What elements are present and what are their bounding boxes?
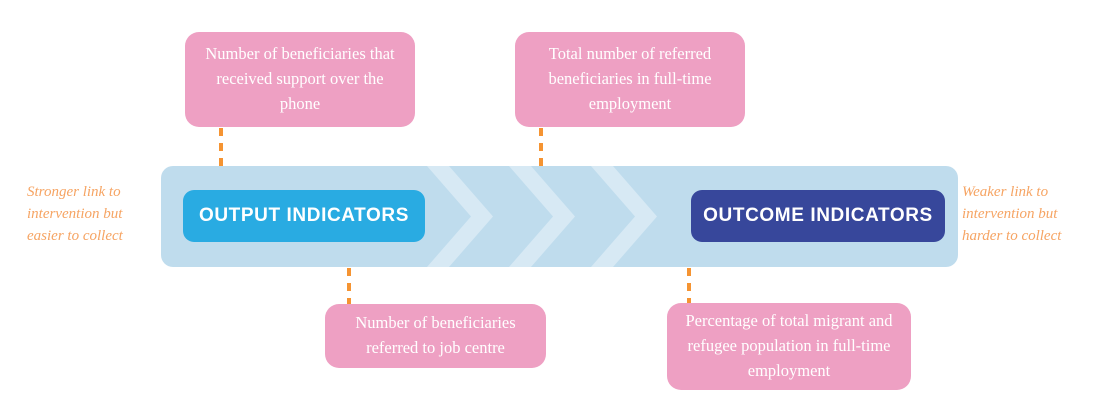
- connector-dashed-bottom-right: [687, 268, 691, 304]
- example-box-outcome-population-employment: Percentage of total migrant and refugee …: [667, 303, 911, 390]
- example-box-output-job-centre: Number of beneficiaries referred to job …: [325, 304, 546, 368]
- outcome-indicators-pill[interactable]: OUTCOME INDICATORS: [691, 190, 945, 242]
- chevron-right-icon: [427, 166, 493, 267]
- side-note-left: Stronger link to intervention but easier…: [27, 184, 123, 244]
- output-indicators-pill[interactable]: OUTPUT INDICATORS: [183, 190, 425, 242]
- example-box-outcome-referred-employment: Total number of referred beneficiaries i…: [515, 32, 745, 127]
- connector-dashed-top-right: [539, 128, 543, 167]
- connector-dashed-top-left: [219, 128, 223, 167]
- example-box-output-phone: Number of beneficiaries that received su…: [185, 32, 415, 127]
- side-note-right: Weaker link to intervention but harder t…: [962, 184, 1062, 244]
- chevron-right-icon: [591, 166, 657, 267]
- connector-dashed-bottom-left: [347, 268, 351, 305]
- chevron-right-icon: [509, 166, 575, 267]
